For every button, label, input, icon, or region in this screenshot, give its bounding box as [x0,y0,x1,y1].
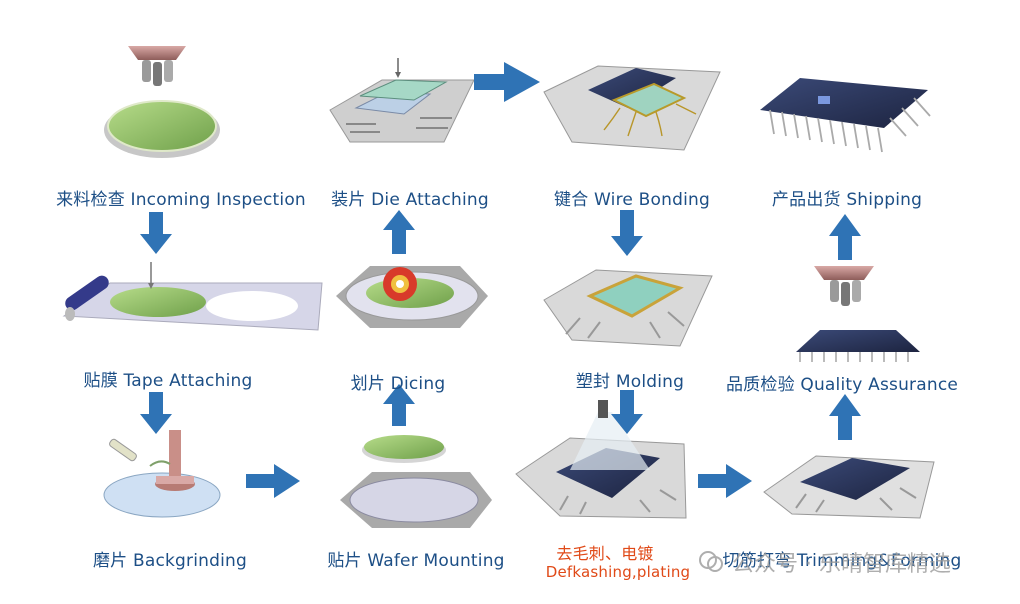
watermark-text: 公众号 · 乐晴智库精选 [732,552,951,577]
deflash-plating-illustration [515,400,687,519]
label-backgrinding: 磨片 Backgrinding [92,551,248,571]
arrow-up-quality-to-shipping [829,214,861,260]
wechat-official-account-icon [699,551,723,572]
arrow-down-bonding-to-molding [611,210,643,256]
arrow-up-trimming-to-quality [829,394,861,440]
arrow-right-deflash-to-trimming [698,464,752,498]
tape-roll-icon [65,275,109,321]
arrow-down-molding-to-deflash [611,390,643,434]
watermark: 公众号 · 乐晴智库精选 [698,546,951,578]
label-wafer-mounting: 贴片 Wafer Mounting [327,551,505,571]
label-die-attaching: 装片 Die Attaching [331,190,489,210]
molding-illustration [543,269,713,347]
dicing-saw-icon [383,267,417,301]
incoming-inspection-illustration [104,46,220,158]
arrow-right-backgrinding-to-mounting [246,464,300,498]
label-dicing: 划片 Dicing [350,374,446,394]
grinding-nozzle-icon [109,438,137,462]
arrow-up-dicing-to-die [383,210,415,254]
label-shipping: 产品出货 Shipping [771,190,923,210]
label-deflash-plating-en: Defkashing,plating [545,563,691,581]
label-quality-assurance: 品质检验 Quality Assurance [725,375,959,395]
trimming-forming-illustration [763,455,935,519]
label-tape-attaching: 贴膜 Tape Attaching [83,371,253,391]
wafer-mounting-illustration [340,435,492,528]
arrow-down-tape-to-backgrinding [140,392,172,434]
die-attaching-illustration [329,58,475,143]
arrow-down-incoming-to-tape [140,212,172,254]
arrow-right-die-to-bonding [474,62,540,102]
inspection-camera-icon-2 [814,266,874,306]
inspection-camera-icon [128,46,186,86]
shipping-illustration [760,78,931,153]
label-molding: 塑封 Molding [575,372,685,392]
label-deflash-plating-cn: 去毛刺、电镀 [556,544,654,563]
tape-attaching-illustration [62,262,323,331]
wire-bonding-illustration [543,65,721,151]
dicing-illustration [336,266,488,328]
label-incoming-inspection: 来料检查 Incoming Inspection [56,190,306,210]
label-wire-bonding: 键合 Wire Bonding [554,190,710,210]
label-trimming-forming: 切筋打弯 Trimming&Forming [722,551,962,571]
arrow-up-mounting-to-dicing [383,384,415,426]
backgrinding-illustration [103,430,221,518]
quality-assurance-illustration [796,266,920,362]
